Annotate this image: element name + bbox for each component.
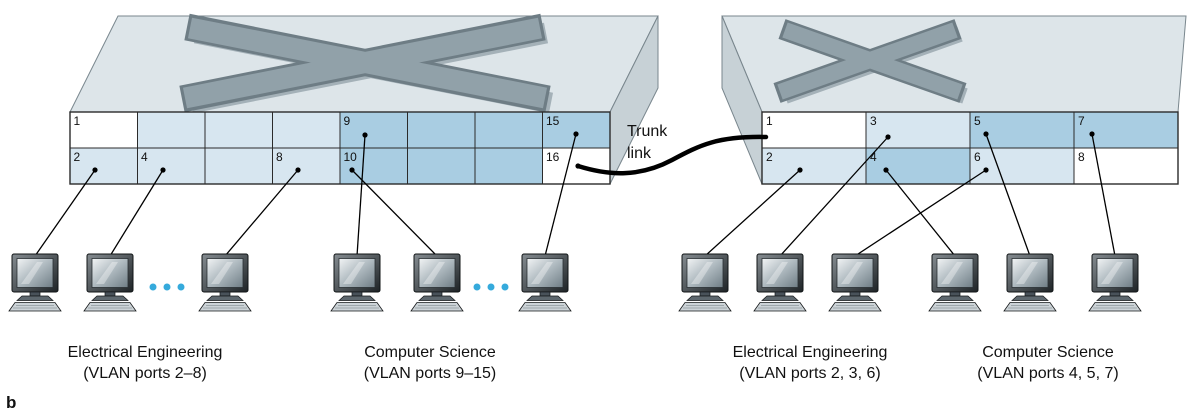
group-subtitle-left-ee: (VLAN ports 2–8) [83, 365, 207, 382]
connection-line [779, 136, 889, 257]
port-label: 8 [276, 150, 283, 164]
connection-line [544, 133, 577, 257]
computer-icon [518, 253, 572, 312]
crossbar-front [182, 17, 548, 109]
computer-icon [678, 253, 732, 312]
computer-icon [828, 253, 882, 312]
left-port-7 [272, 111, 341, 149]
group-subtitle-right-ee: (VLAN ports 2, 3, 6) [739, 365, 880, 382]
left-switch: 1 9 15 2 4 8 10 16 [69, 13, 659, 185]
port-label: 8 [1078, 150, 1085, 164]
left-port-11 [407, 111, 476, 149]
group-title-right-cs: Computer Science [982, 344, 1114, 361]
left-port-10 [339, 147, 408, 185]
port-label: 1 [74, 114, 81, 128]
port-label: 10 [344, 150, 358, 164]
computer-icon [410, 253, 464, 312]
left-port-8 [272, 147, 341, 185]
right-port-4 [865, 147, 971, 185]
group-title-left-cs: Computer Science [364, 344, 496, 361]
port-label: 16 [546, 150, 560, 164]
computer-icon [753, 253, 807, 312]
port-label: 15 [546, 114, 560, 128]
computer-icon [330, 253, 384, 312]
port-label: 1 [766, 114, 773, 128]
computer-icon [928, 253, 982, 312]
left-port-9 [339, 111, 408, 149]
computer-icon [8, 253, 62, 312]
port-label: 3 [870, 114, 877, 128]
ellipsis-dot [487, 283, 495, 291]
crossbar-switch-icon [179, 13, 554, 114]
connection-line [34, 169, 96, 257]
left-port-12 [407, 147, 476, 185]
crossbar-switch-icon [773, 19, 968, 104]
connection-line [224, 169, 299, 257]
right-port-5 [969, 111, 1075, 149]
ellipsis-dots [149, 283, 509, 291]
computer-icon [1088, 253, 1142, 312]
left-port-grid-border [69, 111, 611, 185]
left-port-3 [137, 111, 206, 149]
group-subtitle-left-cs: (VLAN ports 9–15) [364, 365, 497, 382]
computer-icon [198, 253, 252, 312]
connection-line [356, 134, 366, 257]
connection-line [985, 133, 1031, 257]
right-port-7 [1073, 111, 1179, 149]
ellipsis-dot [149, 283, 157, 291]
port-label: 6 [974, 150, 981, 164]
ellipsis-dot [177, 283, 185, 291]
computer-icon [83, 253, 137, 312]
connection-line [351, 169, 438, 257]
connection-line [885, 169, 956, 257]
right-port-grid-border [761, 111, 1179, 185]
group-title-right-ee: Electrical Engineering [733, 344, 888, 361]
left-port-4 [137, 147, 206, 185]
port-label: 2 [74, 150, 81, 164]
ellipsis-dot [501, 283, 509, 291]
computers [8, 253, 1142, 312]
computer-icon [1003, 253, 1057, 312]
right-port-3 [865, 111, 971, 149]
port-label: 2 [766, 150, 773, 164]
right-port-6 [969, 147, 1075, 185]
left-port-5 [204, 111, 273, 149]
left-port-13 [474, 111, 543, 149]
trunk-label-line2: link [627, 145, 652, 162]
ellipsis-dot [473, 283, 481, 291]
ellipsis-dot [163, 283, 171, 291]
port-label: 9 [344, 114, 351, 128]
figure-sublabel: b [6, 393, 16, 412]
connection-line [704, 169, 801, 257]
port-label: 4 [141, 150, 148, 164]
trunk-link-cable [575, 134, 769, 176]
left-port-2 [69, 147, 138, 185]
crossbar-front [777, 22, 963, 100]
port-label: 5 [974, 114, 981, 128]
group-subtitle-right-cs: (VLAN ports 4, 5, 7) [977, 365, 1118, 382]
left-port-14 [474, 147, 543, 185]
connection-line [109, 169, 164, 257]
right-port-8 [1073, 147, 1179, 185]
right-switch: 1 3 5 7 2 4 6 8 [721, 15, 1187, 185]
port-label: 7 [1078, 114, 1085, 128]
connection-line [1091, 133, 1116, 257]
host-connection-lines [34, 133, 1116, 257]
trunk-label-line1: Trunk [627, 123, 668, 140]
right-port-1 [761, 111, 867, 149]
left-port-6 [204, 147, 273, 185]
group-title-left-ee: Electrical Engineering [68, 344, 223, 361]
port-label: 4 [870, 150, 877, 164]
